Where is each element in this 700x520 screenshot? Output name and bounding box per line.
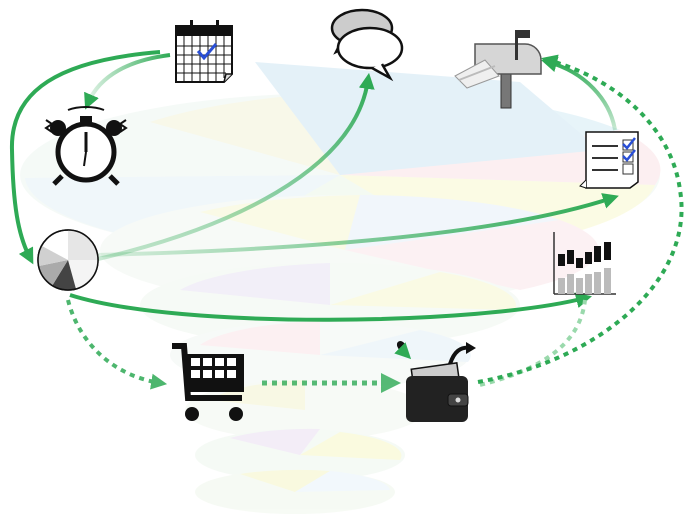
checklist-icon (579, 131, 639, 189)
pie-disc-3 (140, 263, 520, 347)
arrow-checklist-to-mailbox (541, 56, 617, 131)
arrow-pie-to-checklist (94, 193, 619, 257)
mailbox-icon (454, 30, 542, 109)
alarm-clock-icon (44, 106, 128, 186)
wallet-icon (394, 341, 476, 422)
pie-chart-icon (37, 229, 99, 291)
bar-chart-icon (553, 232, 616, 295)
pie-disc-bottom (195, 469, 395, 514)
arrow-pie-to-barchart (69, 292, 592, 322)
arrow-wallet-to-mailbox-dotted (477, 54, 684, 384)
shopping-cart-icon (172, 343, 244, 421)
calendar-icon (175, 20, 233, 83)
arrow-calendar-to-clock (84, 53, 171, 110)
pie-disc-5 (185, 380, 425, 440)
arrow-pie-to-cart-dotted (66, 299, 168, 390)
arrow-calendar-to-pie (9, 50, 161, 265)
pie-disc-4 (170, 321, 471, 389)
speech-bubbles-icon (330, 8, 404, 82)
arrow-pie-to-speech (84, 72, 375, 264)
pie-disc-6 (195, 428, 405, 481)
pie-tornado-background (20, 62, 661, 514)
